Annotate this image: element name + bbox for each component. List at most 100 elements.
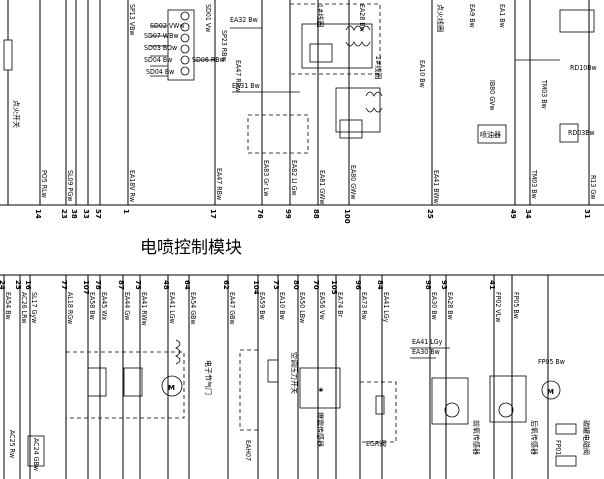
bottom-pin-number: 105 <box>330 280 338 295</box>
dashed-box <box>65 351 185 419</box>
top-wire-label: EA81 GWw <box>318 170 326 205</box>
component-box <box>267 359 279 383</box>
bottom-pin-number: 87 <box>117 280 125 290</box>
bottom-wire-label: FP02 VLw <box>494 292 502 322</box>
component-label: 后氧传感器 <box>530 420 539 455</box>
top-pin-number: 33 <box>82 209 90 219</box>
component-box <box>559 9 595 33</box>
bottom-pin-number: 73 <box>272 280 280 290</box>
component-label: 1#线圈 <box>316 4 325 27</box>
signal-label: FP05 Bw <box>538 358 565 366</box>
bottom-pin-number: 93 <box>440 280 448 290</box>
component-label: 碳罐电磁阀 <box>582 420 591 455</box>
bottom-pin-number: 75 <box>134 280 142 290</box>
resistor <box>3 39 13 71</box>
bottom-pin-number: 107 <box>82 280 90 295</box>
signal-label: EA30 Bw <box>412 348 440 356</box>
signal-label: EA28 Bw <box>358 4 366 32</box>
bottom-pin-number: 25 <box>14 280 22 290</box>
bottom-wire-label: EA44 Gw <box>123 292 131 320</box>
bottom-pin-number: 24 <box>0 280 6 290</box>
top-pin-number: 34 <box>524 209 532 219</box>
bottom-wire-label: EA28 Bw <box>446 292 454 320</box>
component-label: 空调压力开关 <box>290 352 299 394</box>
component-box <box>299 367 341 409</box>
signal-label: SD01 Vw <box>204 4 212 32</box>
dashed-box <box>289 3 381 75</box>
switch-symbol <box>339 119 363 139</box>
top-wire-label: EA82 LI Gw <box>290 160 298 196</box>
bottom-pin-number: 98 <box>424 280 432 290</box>
connector-pin <box>180 33 190 43</box>
motor-symbol <box>541 380 561 400</box>
bottom-pin-number: 41 <box>488 280 496 290</box>
component-label: 2#线圈 <box>374 56 383 79</box>
top-pin-number: 99 <box>284 209 292 219</box>
bottom-wire-label: SL17 Gyw <box>30 292 38 323</box>
top-pin-number: 23 <box>60 209 68 219</box>
bottom-wire-label: AL18 RGw <box>66 292 74 324</box>
motor-label: M <box>547 388 554 396</box>
bottom-wire-label: EA58 Bw <box>88 292 96 320</box>
bottom-wire-label: EA41 LGw <box>168 292 176 324</box>
top-pin-number: 31 <box>583 209 591 219</box>
component-label: 点火开关 <box>12 100 21 128</box>
top-pin-number: 88 <box>312 209 320 219</box>
top-wire-label: EA80 GWw <box>349 165 357 200</box>
bottom-wire-label: EA47 GBw <box>228 292 236 325</box>
bottom-pin-number: 84 <box>376 280 384 290</box>
bottom-pin-number: 78 <box>94 280 102 290</box>
connector-pin <box>180 22 190 32</box>
top-pin-number: 57 <box>94 209 102 219</box>
signal-label: SD04 Bw <box>144 56 172 64</box>
top-wire-label: EA18V Rw <box>128 170 136 202</box>
signal-label: AC25 Rw <box>8 430 16 458</box>
top-wire-label: TM03 Bw <box>530 169 538 199</box>
bottom-wire-label: EA41 LGy <box>382 292 390 323</box>
bottom-wire-label: EA30 Bw <box>430 292 438 320</box>
component-box <box>559 123 579 143</box>
signal-label: SP13 VBw <box>128 4 136 36</box>
bottom-pin-number: 64 <box>183 280 191 290</box>
signal-label: SP23 RBw <box>220 30 228 62</box>
top-pin-number: 17 <box>209 209 217 219</box>
dashed-box <box>239 349 259 431</box>
signal-label: FP01 <box>554 440 562 455</box>
bottom-wire-label: FP05 Bw <box>512 292 520 319</box>
signal-label: EA9 Bw <box>468 4 476 28</box>
signal-label: EA10 Bw <box>418 60 426 88</box>
top-wire-label: EA83 Gr Lw <box>262 160 270 196</box>
connector-pin <box>180 44 190 54</box>
bottom-pin-number: 77 <box>60 280 68 290</box>
bottom-wire-label: EA54 Bw <box>4 292 12 320</box>
bottom-wire-label: AC26 LRw <box>20 292 28 324</box>
top-pin-number: 38 <box>70 209 78 219</box>
motor-label: M <box>168 384 175 392</box>
top-pin-number: 100 <box>343 209 351 224</box>
component-box <box>489 375 527 423</box>
signal-label: SD04 Bw <box>146 68 174 76</box>
switch-symbol <box>309 43 333 63</box>
coil-winding <box>365 91 383 97</box>
top-wire-label: SL09 PGw <box>66 170 74 201</box>
bottom-pin-number: 16 <box>24 280 32 290</box>
component-box <box>431 377 469 425</box>
motor-symbol <box>161 375 183 397</box>
bottom-pin-number: 96 <box>354 280 362 290</box>
bottom-pin-number: 104 <box>252 280 260 295</box>
bottom-pin-number: 48 <box>162 280 170 290</box>
bottom-wire-label: EA54 GBw <box>189 292 197 325</box>
bottom-wire-label: EA56 Vw <box>318 292 326 320</box>
signal-label: EA47 RBw <box>234 60 242 92</box>
component-label: 爆震传感器 <box>316 412 325 447</box>
component-box <box>555 455 577 467</box>
component-box <box>123 367 143 397</box>
connector-pin <box>180 66 190 76</box>
signal-label: EA41 LGy <box>412 338 443 346</box>
top-pin-number: 25 <box>426 209 434 219</box>
signal-label: EAH07 <box>244 440 252 461</box>
coil-winding <box>175 339 181 365</box>
signal-label: RD10Bw <box>570 64 597 72</box>
component-box <box>477 124 507 144</box>
bottom-wire-label: EA41 RWw <box>140 292 148 326</box>
